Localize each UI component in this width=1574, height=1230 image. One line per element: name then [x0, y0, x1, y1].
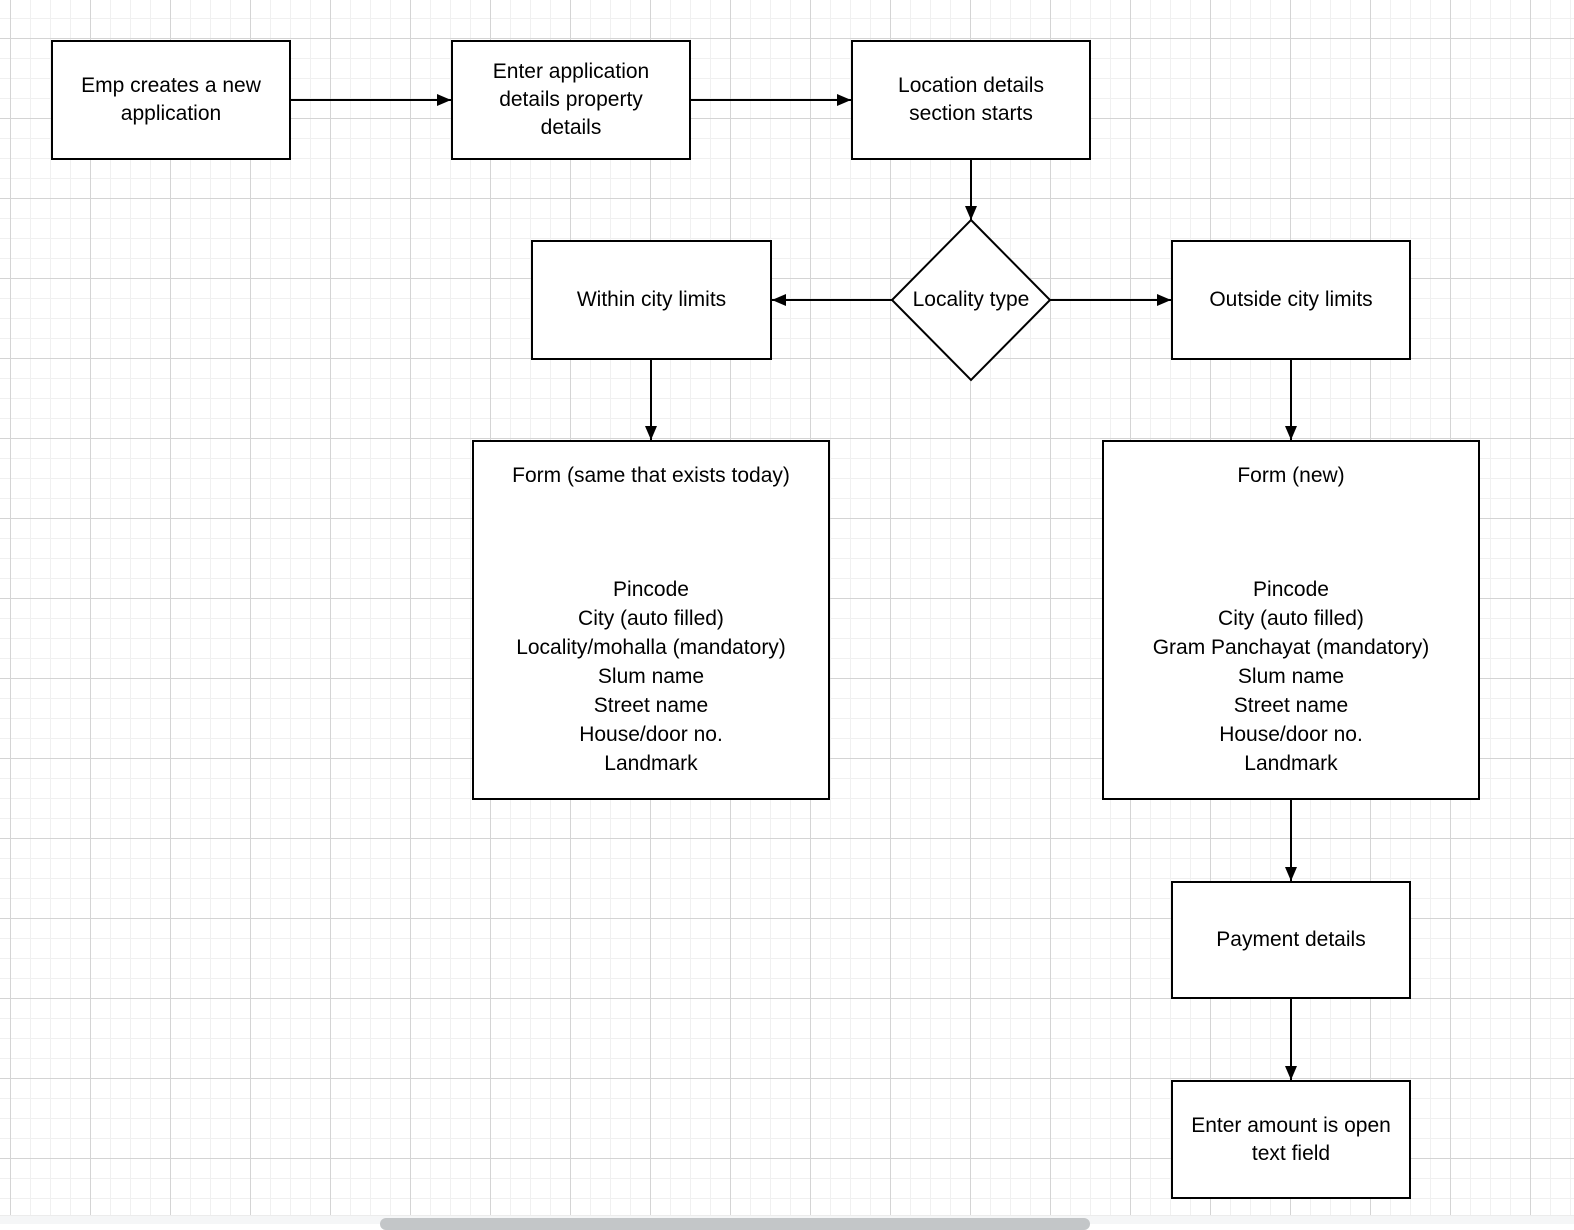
form-field: Slum name [1237, 665, 1345, 688]
form-field: Street name [593, 694, 709, 717]
form-field: Pincode [613, 578, 689, 601]
node-label: Within city limits [576, 288, 727, 311]
node-label: Enter amount is open text field [1191, 1113, 1391, 1165]
horizontal-scrollbar-track[interactable] [0, 1215, 1574, 1230]
form-field: House/door no. [579, 723, 723, 746]
node-label: Outside city limits [1209, 288, 1373, 311]
node-enter-amount[interactable]: Enter amount is open text field [1171, 1080, 1411, 1199]
node-within-city-limits[interactable]: Within city limits [531, 240, 772, 360]
form-field: Landmark [1244, 752, 1338, 775]
form-field: City (auto filled) [578, 607, 724, 630]
locality-type-label: Locality type [912, 288, 1030, 311]
node-label: Location details section starts [898, 74, 1044, 125]
form-field: Gram Panchayat (mandatory) [1152, 636, 1430, 659]
form-field: City (auto filled) [1218, 607, 1364, 630]
form-field: Pincode [1253, 578, 1329, 601]
horizontal-scrollbar-thumb[interactable] [380, 1218, 1090, 1230]
form-existing-title: Form (same that exists today) [512, 464, 790, 487]
form-field: Street name [1233, 694, 1349, 717]
form-new-fields: Pincode City (auto filled) Gram Panchaya… [1104, 575, 1478, 778]
node-emp-creates-application[interactable]: Emp creates a new application [51, 40, 291, 160]
node-form-new[interactable]: Form (new) Pincode City (auto filled) Gr… [1102, 440, 1480, 800]
form-field: House/door no. [1219, 723, 1363, 746]
node-label: Payment details [1216, 928, 1366, 951]
form-field: Slum name [597, 665, 705, 688]
form-field: Locality/mohalla (mandatory) [516, 636, 786, 659]
node-label: Enter application details property detai… [492, 60, 650, 139]
node-payment-details[interactable]: Payment details [1171, 881, 1411, 999]
node-form-existing[interactable]: Form (same that exists today) Pincode Ci… [472, 440, 830, 800]
node-enter-application-details[interactable]: Enter application details property detai… [451, 40, 691, 160]
node-location-details-section[interactable]: Location details section starts [851, 40, 1091, 160]
form-field: Landmark [604, 752, 698, 775]
node-label: Emp creates a new application [81, 74, 261, 125]
form-existing-fields: Pincode City (auto filled) Locality/moha… [474, 575, 828, 778]
node-outside-city-limits[interactable]: Outside city limits [1171, 240, 1411, 360]
form-new-title: Form (new) [1237, 464, 1345, 487]
